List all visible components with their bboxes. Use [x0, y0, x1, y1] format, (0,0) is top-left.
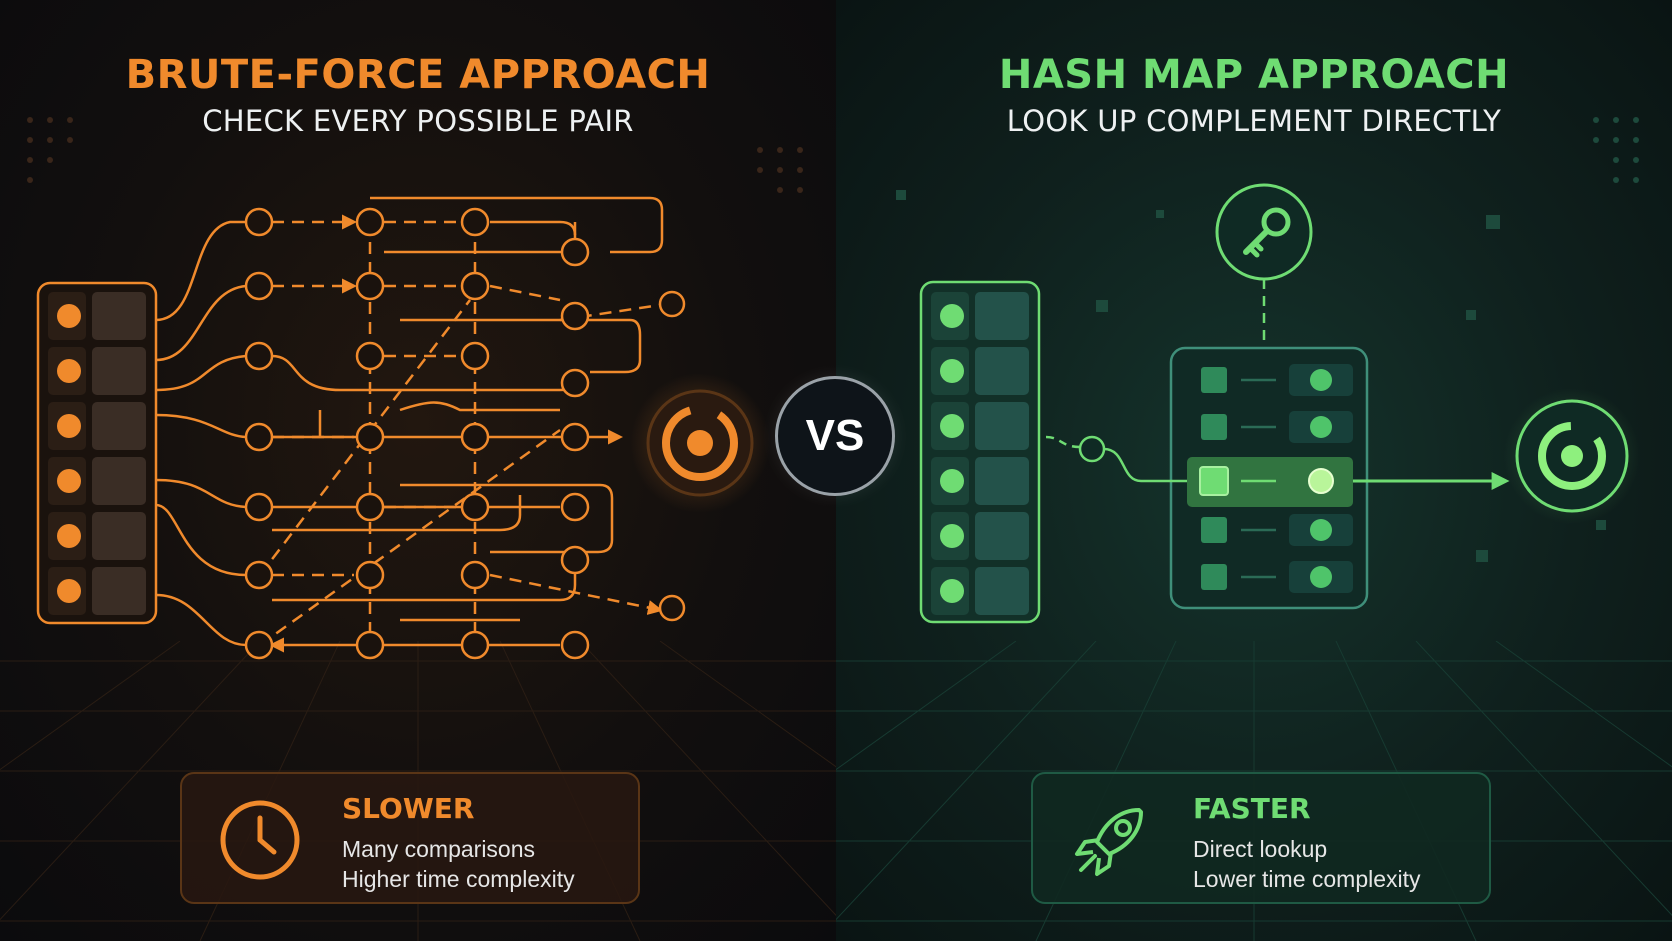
hash-row-match	[1187, 457, 1353, 507]
target-icon	[630, 373, 770, 513]
rocket-icon	[1075, 808, 1143, 876]
decor-squares	[896, 190, 1606, 562]
node	[244, 207, 274, 237]
array-row	[931, 292, 1029, 340]
slower-title: SLOWER	[342, 792, 475, 825]
key-icon	[1215, 183, 1313, 281]
clock-icon	[220, 800, 300, 880]
brute-force-title: BRUTE-FORCE APPROACH	[125, 52, 711, 98]
faster-card: FASTER Direct lookup Lower time complexi…	[1031, 772, 1491, 904]
comparison-paths	[155, 220, 247, 647]
node	[355, 207, 385, 237]
hash-map-subtitle: LOOK UP COMPLEMENT DIRECTLY	[1006, 104, 1502, 138]
node	[460, 630, 490, 660]
faster-line-1: Direct lookup	[1193, 836, 1328, 862]
vs-badge: VS	[775, 376, 895, 496]
brute-force-panel: BRUTE-FORCE APPROACH CHECK EVERY POSSIBL…	[0, 0, 836, 941]
hash-map-diagram	[896, 117, 1640, 624]
node	[355, 492, 385, 522]
decor-dots	[27, 117, 803, 193]
node	[355, 560, 385, 590]
node	[460, 492, 490, 522]
node	[560, 237, 590, 267]
decor-dots	[1593, 117, 1639, 183]
array-row	[931, 347, 1029, 395]
node	[658, 594, 686, 622]
node	[244, 560, 274, 590]
node	[244, 422, 274, 452]
node	[355, 422, 385, 452]
hash-row	[1201, 411, 1353, 443]
hash-row	[1201, 514, 1353, 546]
lookup-path	[1045, 435, 1510, 490]
node	[560, 545, 590, 575]
array-row	[931, 512, 1029, 560]
node	[560, 492, 590, 522]
node	[244, 630, 274, 660]
node	[355, 341, 385, 371]
node	[560, 422, 590, 452]
hash-table	[1169, 346, 1369, 610]
node	[460, 207, 490, 237]
array-row	[48, 457, 146, 505]
array-row	[931, 402, 1029, 450]
node	[460, 271, 490, 301]
input-array	[36, 281, 158, 625]
slower-line-1: Many comparisons	[342, 836, 536, 862]
hash-row	[1201, 561, 1353, 593]
target-icon	[1504, 388, 1640, 524]
node	[460, 341, 490, 371]
array-row	[931, 567, 1029, 615]
faster-line-2: Lower time complexity	[1193, 866, 1421, 892]
node	[355, 630, 385, 660]
hash-row	[1201, 364, 1353, 396]
node	[560, 301, 590, 331]
node	[560, 368, 590, 398]
input-array	[919, 280, 1041, 624]
node	[460, 560, 490, 590]
brute-force-diagram	[27, 117, 803, 660]
array-row	[48, 347, 146, 395]
node	[355, 271, 385, 301]
faster-title: FASTER	[1193, 792, 1311, 825]
node	[244, 492, 274, 522]
hash-map-title: HASH MAP APPROACH	[998, 52, 1510, 98]
brute-force-subtitle: CHECK EVERY POSSIBLE PAIR	[202, 104, 634, 138]
array-row	[48, 567, 146, 615]
node	[560, 630, 590, 660]
array-row	[48, 512, 146, 560]
slower-line-2: Higher time complexity	[342, 866, 575, 892]
hash-map-panel: HASH MAP APPROACH LOOK UP COMPLEMENT DIR…	[836, 0, 1672, 941]
slower-card: SLOWER Many comparisons Higher time comp…	[180, 772, 640, 904]
node	[244, 341, 274, 371]
node	[244, 271, 274, 301]
node	[460, 422, 490, 452]
node	[658, 290, 686, 318]
dashed-comparisons	[259, 214, 663, 647]
comparison-nodes	[244, 207, 686, 660]
array-row	[48, 292, 146, 340]
array-row	[48, 402, 146, 450]
array-row	[931, 457, 1029, 505]
